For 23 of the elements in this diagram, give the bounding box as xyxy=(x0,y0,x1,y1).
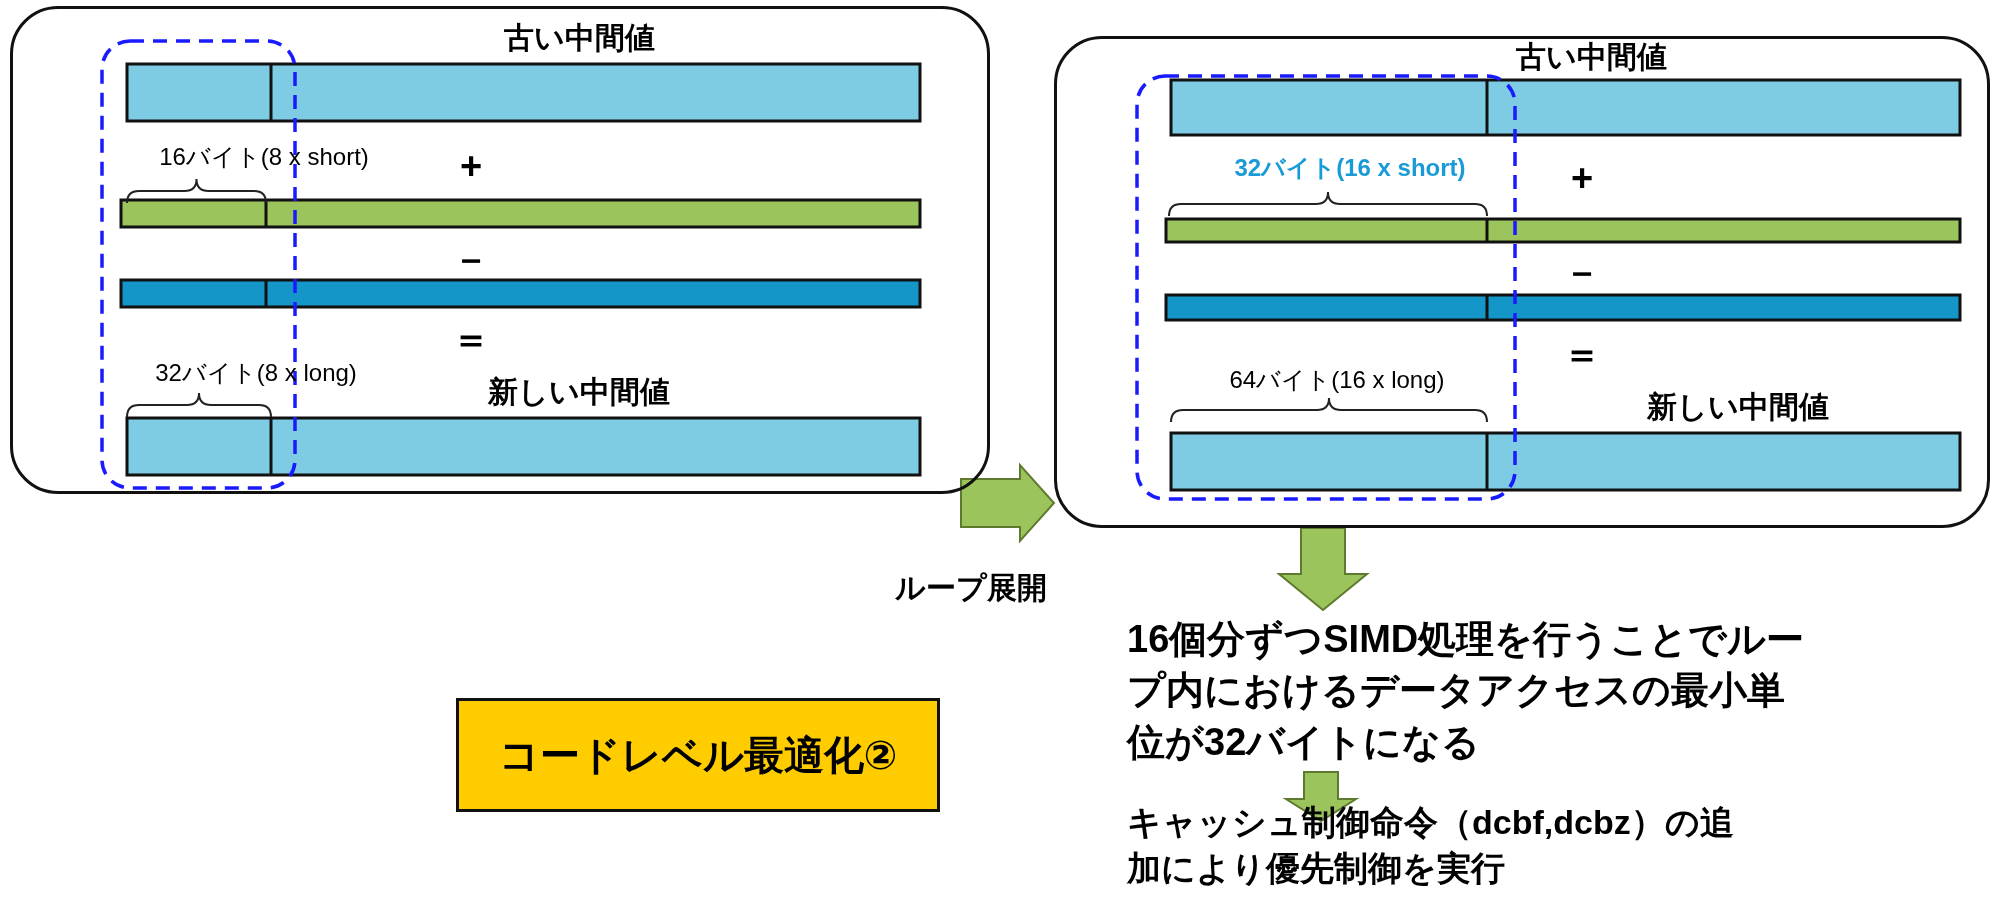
title: 新しい中間値 xyxy=(488,377,670,407)
plus-sign: + xyxy=(1570,159,1594,197)
panel-box xyxy=(10,6,990,494)
title: 新しい中間値 xyxy=(1647,392,1829,422)
title: 古い中間値 xyxy=(1515,42,1667,72)
block-arrow xyxy=(1282,771,1360,823)
brace-label: 32バイト(16 x short) xyxy=(1234,156,1466,180)
edge-label: ループ展開 xyxy=(895,570,1047,606)
brace-label: 64バイト(16 x long) xyxy=(1229,368,1445,392)
minus-sign: － xyxy=(452,240,490,278)
brace-label: 32バイト(8 x long) xyxy=(155,361,357,385)
minus-sign: － xyxy=(1563,253,1601,291)
note-text: キャッシュ制御命令（dcbf,dcbz）の追加により優先制御を実行 xyxy=(1127,802,1735,889)
note-text: 16個分ずつSIMD処理を行うことでループ内におけるデータアクセスの最小単位が32バイトになる xyxy=(1127,617,1806,765)
equals-sign: ＝ xyxy=(452,320,490,358)
equals-sign: ＝ xyxy=(1563,335,1601,373)
block-arrow xyxy=(960,462,1056,544)
brace-label: 16バイト(8 x short) xyxy=(159,145,369,169)
block-arrow xyxy=(1276,527,1370,612)
title-box: コードレベル最適化② xyxy=(456,698,940,812)
title: 古い中間値 xyxy=(503,23,655,53)
panel-box xyxy=(1054,36,1990,528)
plus-sign: + xyxy=(459,147,483,185)
